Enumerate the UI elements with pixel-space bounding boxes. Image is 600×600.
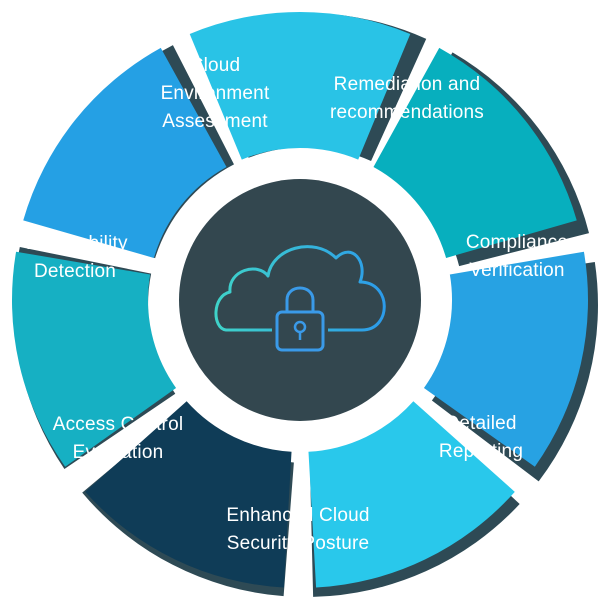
center-hub: [179, 179, 421, 421]
label-cloud-environment-assessment: Cloud Environment Assessment: [160, 55, 270, 132]
label-detailed-reporting: Detailed Reporting: [438, 413, 524, 462]
label-vulnerability-detection: Vulnerability Detection: [22, 233, 128, 282]
segment-access-control-evaluation: [11, 251, 177, 467]
segment-detailed-reporting: [308, 401, 515, 588]
label-access-control-evaluation: Access Control Evaluation: [52, 414, 184, 463]
label-compliance-verification: Compliance Verification: [465, 232, 569, 281]
segment-remediation-and-recommendations: [373, 47, 577, 258]
segment-enhanced-cloud-security-posture: [85, 401, 292, 588]
segments-layer: [11, 11, 598, 597]
segment-vulnerability-detection: [23, 47, 227, 258]
label-remediation-and-recommendations: Remediation and recommendations: [329, 74, 485, 123]
label-enhanced-cloud-security-posture: Enhanced Cloud Security Posture: [226, 505, 370, 554]
cloud-lock-icon: [214, 245, 386, 352]
segment-compliance-verification: [423, 251, 589, 467]
segment-cloud-environment-assessment: [189, 11, 411, 160]
